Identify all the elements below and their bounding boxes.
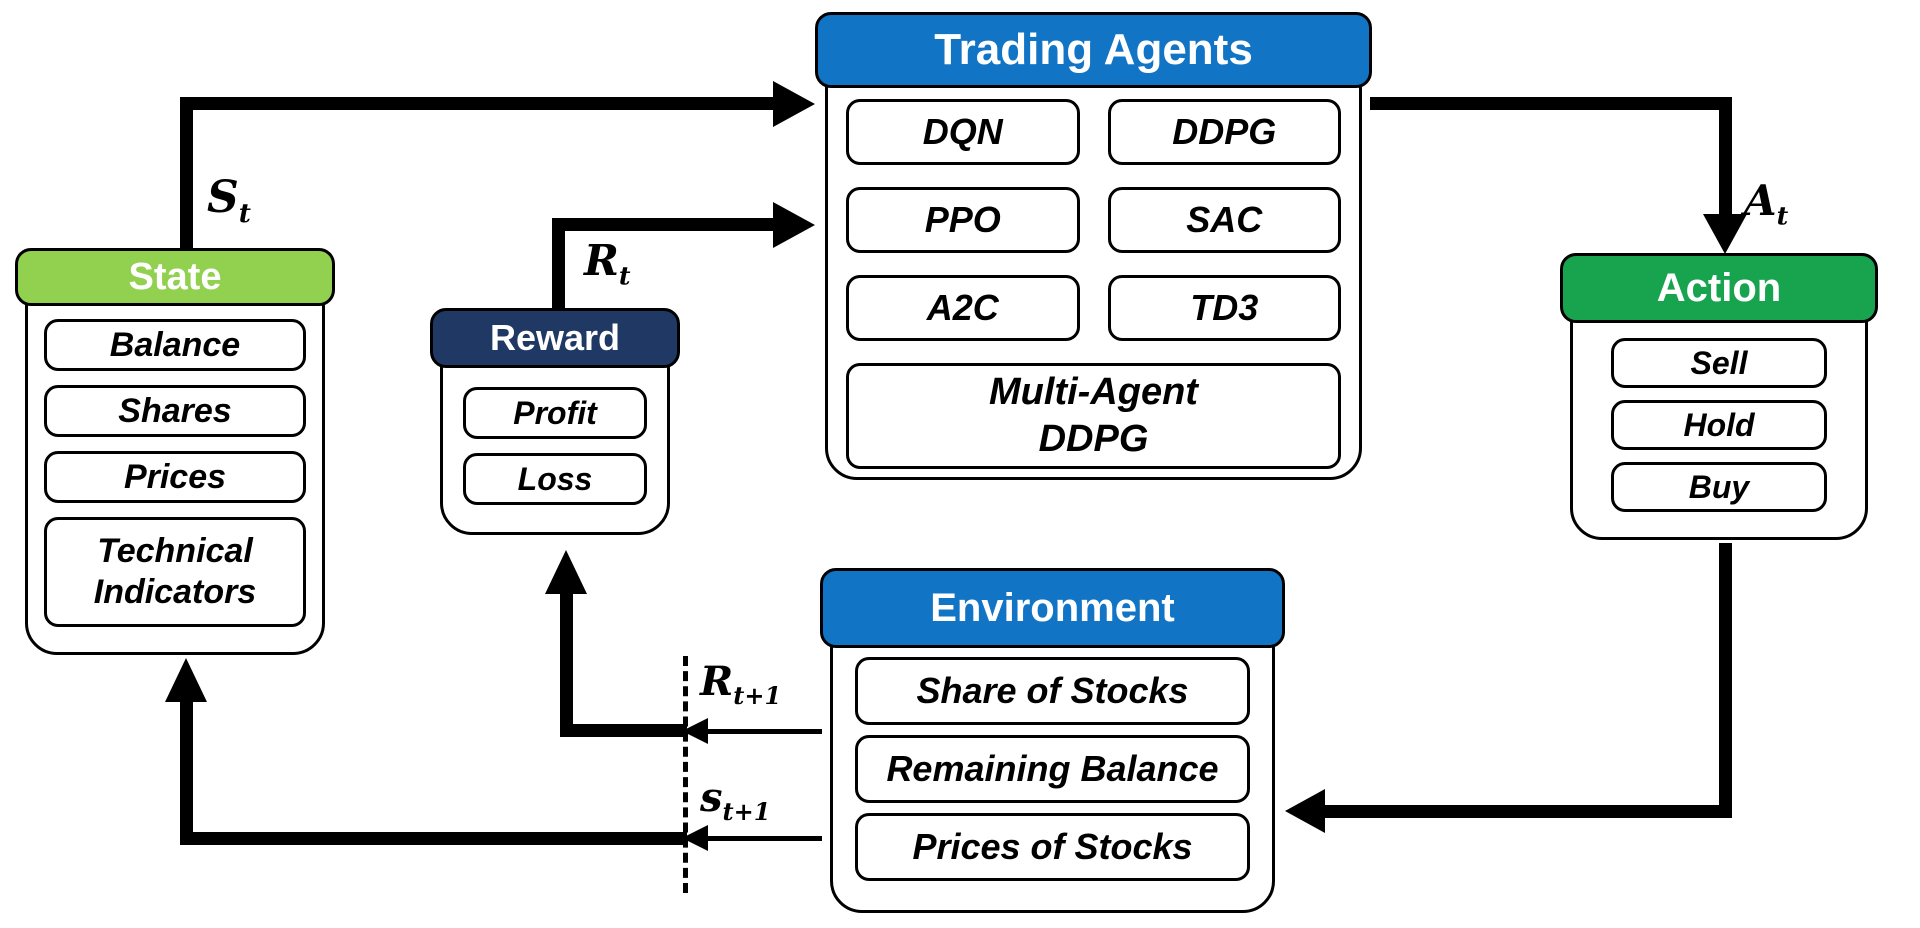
state-item-balance: Balance (44, 319, 306, 371)
reward-title: Reward (489, 317, 621, 358)
action-header: Action (1560, 253, 1878, 323)
arrow-state-to-agents-horizontal (180, 97, 775, 110)
agent-item-a2c: A2C (846, 275, 1080, 341)
agent-item-ddpg: DDPG (1107, 99, 1341, 165)
arrow-action-to-environment-horizontal (1322, 805, 1732, 818)
agent-item-dqn: DQN (846, 99, 1080, 165)
trading-agents-box: Trading Agents DQN DDPG PPO SAC A2C TD3 … (815, 12, 1372, 480)
agent-item-ppo: PPO (846, 187, 1080, 253)
arrow-env-state-thick-horizontal (180, 832, 687, 845)
arrow-env-state-thin (700, 836, 822, 841)
arrow-env-reward-thick-horizontal (560, 724, 687, 737)
arrow-agents-to-action-horizontal (1370, 97, 1732, 110)
state-box: State Balance Shares Prices Technical In… (15, 248, 335, 655)
arrowhead-down-icon (1703, 214, 1747, 254)
reward-body: Profit Loss (440, 360, 670, 535)
action-title: Action (1656, 265, 1782, 310)
arrow-reward-to-agents-vertical (552, 218, 565, 312)
action-item-sell: Sell (1611, 338, 1827, 388)
label-s-t: St (207, 172, 251, 229)
arrowhead-up-icon (165, 658, 207, 702)
state-title: State (128, 255, 222, 298)
environment-item-prices-of-stocks: Prices of Stocks (855, 813, 1250, 881)
state-item-technical-indicators: Technical Indicators (44, 517, 306, 627)
trading-agents-title: Trading Agents (934, 25, 1253, 74)
trading-agents-body: DQN DDPG PPO SAC A2C TD3 Multi-Agent DDP… (825, 80, 1362, 480)
label-s-t-plus-1: st+1 (700, 774, 771, 826)
arrow-env-reward-thin (700, 729, 822, 734)
label-r-t-plus-1: Rt+1 (700, 658, 782, 710)
arrow-env-state-thick-vertical (180, 700, 193, 845)
action-box: Action Sell Hold Buy (1560, 253, 1878, 540)
arrowhead-right-icon (773, 202, 815, 248)
environment-body: Share of Stocks Remaining Balance Prices… (830, 640, 1275, 913)
agent-item-td3: TD3 (1107, 275, 1341, 341)
environment-item-remaining-balance: Remaining Balance (855, 735, 1250, 803)
arrowhead-right-icon (773, 81, 815, 127)
reward-item-loss: Loss (463, 453, 647, 505)
environment-header: Environment (820, 568, 1285, 648)
label-r-t: Rt (584, 236, 631, 291)
arrow-agents-to-action-vertical (1719, 97, 1732, 217)
arrowhead-up-icon (545, 550, 587, 594)
state-body: Balance Shares Prices Technical Indicato… (25, 298, 325, 655)
environment-box: Environment Share of Stocks Remaining Ba… (820, 568, 1285, 913)
environment-title: Environment (930, 585, 1175, 630)
reward-box: Reward Profit Loss (430, 308, 680, 535)
action-item-buy: Buy (1611, 462, 1827, 512)
arrow-env-reward-thick-vertical (560, 592, 573, 737)
reward-header: Reward (430, 308, 680, 368)
state-item-prices: Prices (44, 451, 306, 503)
state-header: State (15, 248, 335, 306)
arrow-reward-to-agents-horizontal (552, 218, 775, 231)
trading-agents-header: Trading Agents (815, 12, 1372, 88)
arrow-action-to-environment-vertical (1719, 543, 1732, 810)
action-body: Sell Hold Buy (1570, 315, 1868, 540)
reward-item-profit: Profit (463, 387, 647, 439)
agent-item-sac: SAC (1107, 187, 1341, 253)
agent-item-multi-agent-ddpg: Multi-Agent DDPG (846, 363, 1341, 469)
action-item-hold: Hold (1611, 400, 1827, 450)
environment-item-share-of-stocks: Share of Stocks (855, 657, 1250, 725)
state-item-shares: Shares (44, 385, 306, 437)
label-a-t: At (1744, 176, 1789, 231)
arrow-state-to-agents-vertical (180, 97, 193, 252)
arrowhead-left-icon (1285, 789, 1325, 833)
dashed-separator-line (683, 656, 688, 893)
